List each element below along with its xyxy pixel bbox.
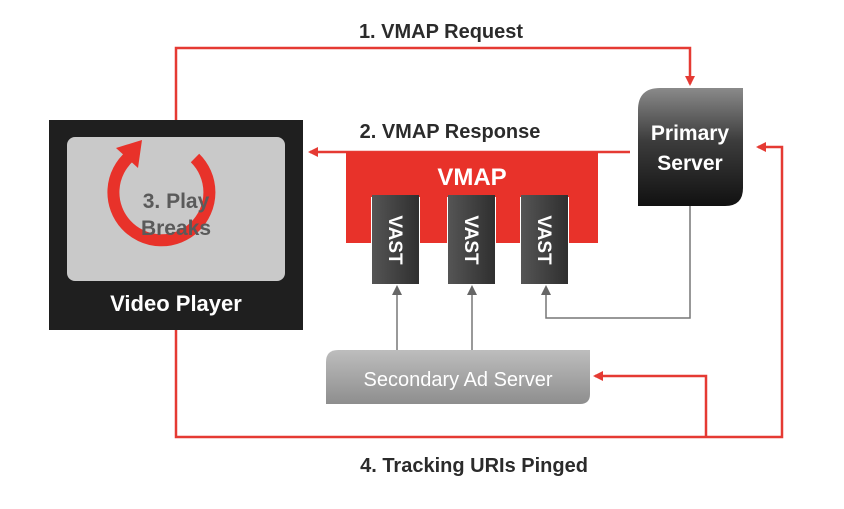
vast-label-1: VAST — [384, 215, 405, 265]
primary-server-label-line2: Server — [657, 152, 722, 175]
play-breaks-label-line2: Breaks — [141, 217, 211, 240]
secondary-ad-server: Secondary Ad Server — [326, 350, 590, 404]
vast-label-2: VAST — [460, 215, 481, 265]
tracking-arrow-primary — [174, 142, 784, 439]
step-2-label: 2. VMAP Response — [360, 121, 541, 143]
primary-server: Primary Server — [638, 88, 743, 206]
secondary-ad-server-label: Secondary Ad Server — [364, 369, 553, 391]
vmap-block: VMAP — [346, 152, 598, 243]
video-player-label: Video Player — [110, 291, 242, 316]
play-loop-icon — [107, 151, 216, 247]
step-4-label: 4. Tracking URIs Pinged — [360, 455, 588, 477]
vast-box-3: VAST — [521, 195, 568, 284]
primary-server-label-line1: Primary — [651, 122, 730, 145]
vmap-request-arrow — [174, 46, 695, 120]
video-player: 3. Play Breaks Video Player — [49, 120, 303, 330]
vast-box-1: VAST — [372, 195, 419, 284]
play-breaks-label-line1: 3. Play — [143, 190, 210, 213]
play-loop-arrowhead — [116, 140, 142, 168]
vast-label-3: VAST — [533, 215, 554, 265]
vast-box-2: VAST — [448, 195, 495, 284]
primary-to-vast-3 — [541, 206, 691, 319]
step-1-label: 1. VMAP Request — [359, 21, 523, 43]
vmap-label: VMAP — [437, 164, 506, 191]
tracking-arrow-secondary — [593, 371, 708, 437]
